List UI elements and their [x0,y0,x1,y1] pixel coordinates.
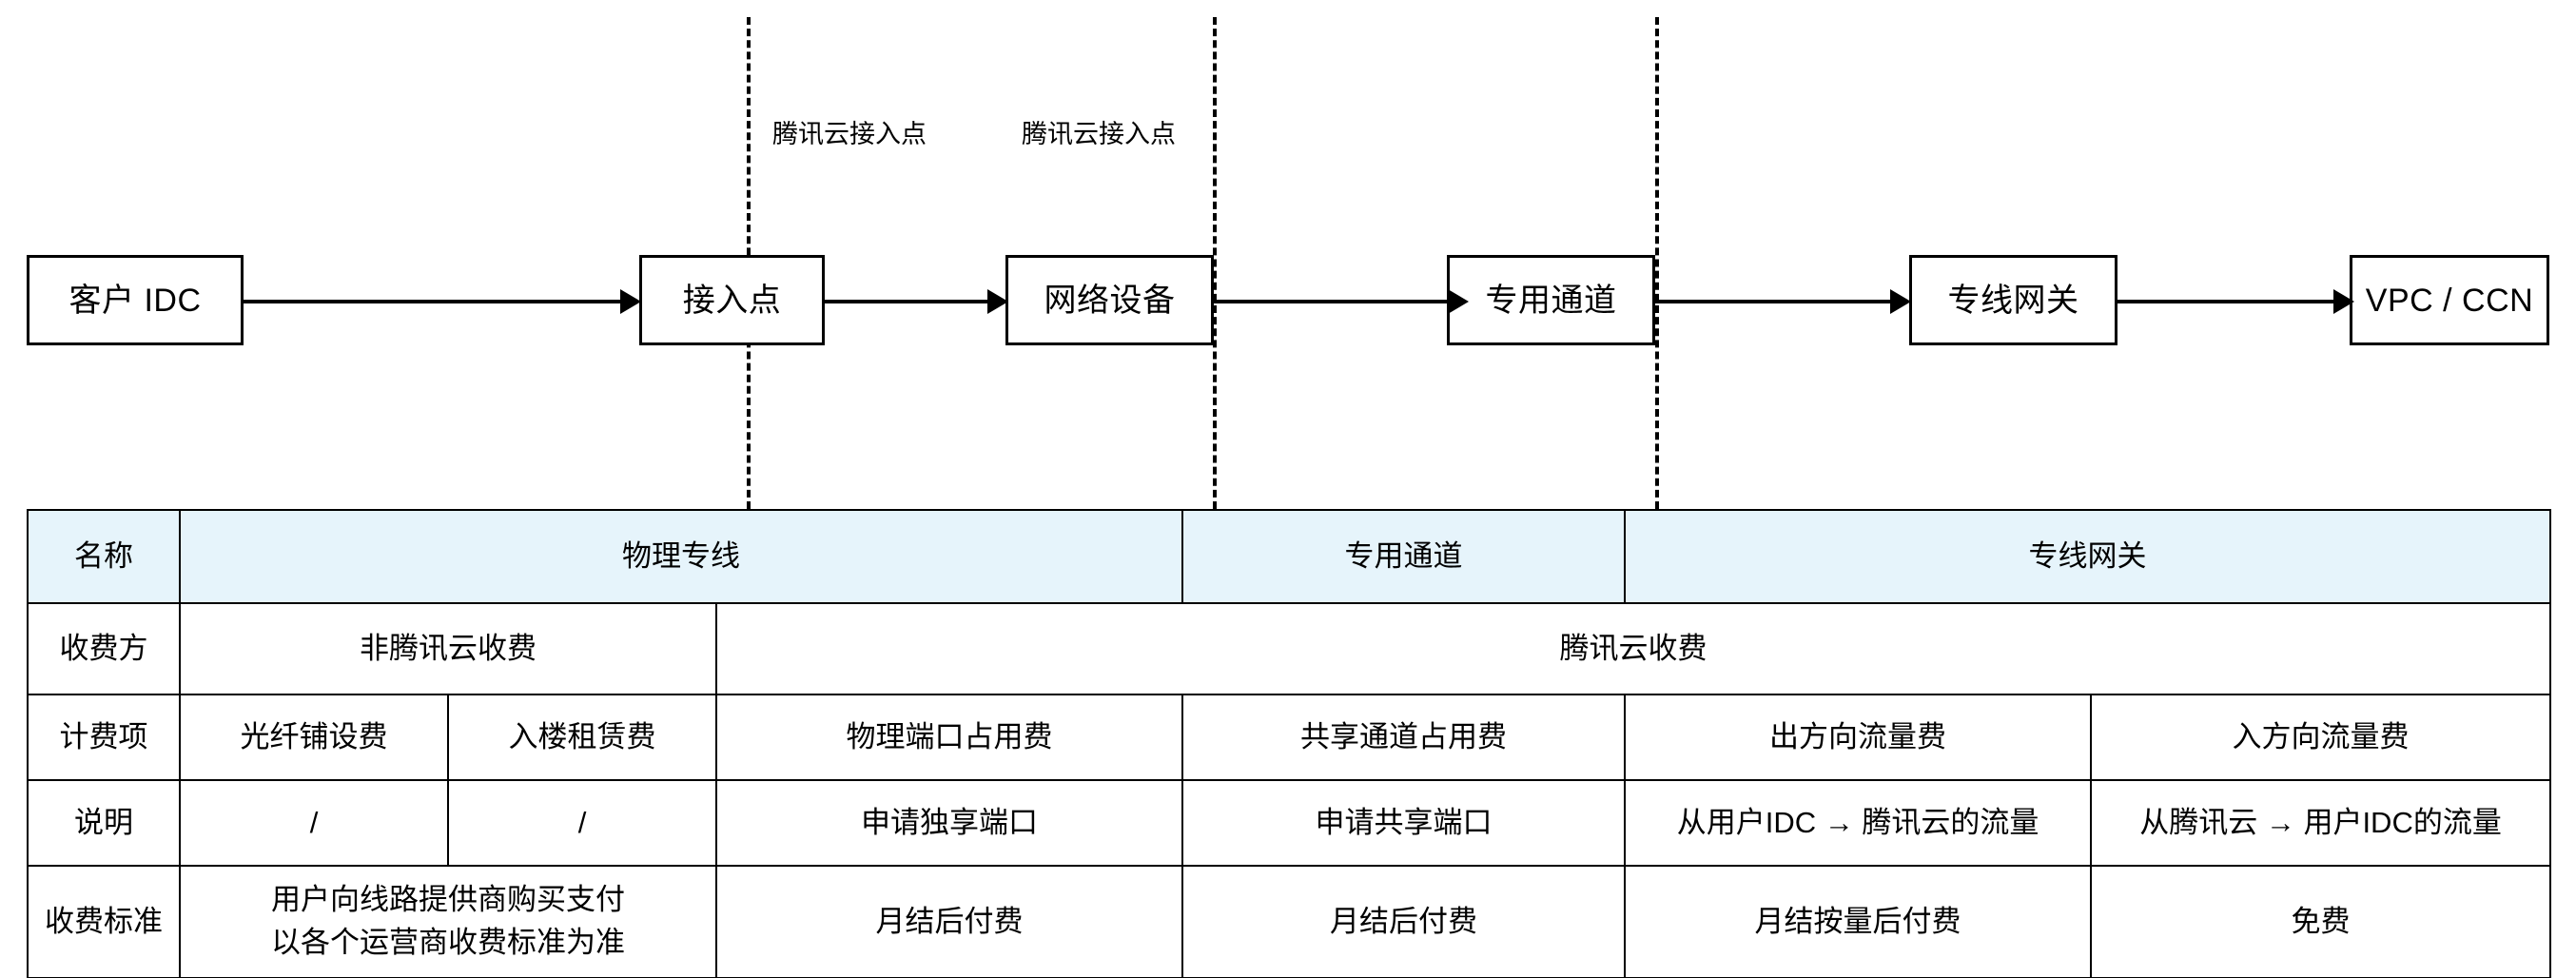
cell-name-physical-line: 物理专线 [178,509,1184,604]
cell-item-outbound-traffic-fee: 出方向流量费 [1624,694,2093,781]
node-vpc-ccn[interactable]: VPC / CCN [2350,255,2549,345]
arrowhead-access-point-to-network-device [987,289,1008,314]
arrowhead-network-device-to-dedicated-tunnel [1448,289,1469,314]
cell-payer-non-tencent: 非腾讯云收费 [179,602,717,695]
connector-network-device-to-dedicated-tunnel [1213,300,1451,303]
cell-std-inbound-traffic: 免费 [2090,865,2552,978]
arrowhead-idc-to-access-point [620,289,641,314]
row-label-description: 说明 [27,779,181,867]
cell-std-carrier-purchase: 用户向线路提供商购买支付 以各个运营商收费标准为准 [179,865,717,978]
cell-desc-fiber-install: / [179,779,449,867]
node-direct-connect-gateway[interactable]: 专线网关 [1909,255,2117,345]
boundary-label-tencent-access-point-right: 腾讯云接入点 [1022,120,1176,148]
cell-item-physical-port-fee: 物理端口占用费 [714,694,1184,781]
cell-item-fiber-install-fee: 光纤铺设费 [179,694,449,781]
cell-desc-physical-port: 申请独享端口 [714,779,1184,867]
arrowhead-gateway-to-vpc-ccn [2333,289,2354,314]
table-row-billing-item: 计费项 光纤铺设费 入楼租赁费 物理端口占用费 共享通道占用费 出方向流量费 入… [27,694,2552,781]
cell-std-outbound-traffic: 月结按量后付费 [1624,865,2093,978]
boundary-label-tencent-access-point-left: 腾讯云接入点 [772,120,927,148]
cell-item-building-entry-fee: 入楼租赁费 [447,694,717,781]
billing-table: 名称 物理专线 专用通道 专线网关 收费方 非腾讯云收费 腾讯云收费 计费项 光… [27,509,2552,978]
table-row-billing-standard: 收费标准 用户向线路提供商购买支付 以各个运营商收费标准为准 月结后付费 月结后… [27,865,2552,978]
node-dedicated-tunnel[interactable]: 专用通道 [1447,255,1655,345]
cell-std-physical-port: 月结后付费 [714,865,1184,978]
row-label-billing-standard: 收费标准 [27,865,181,978]
connector-access-point-to-network-device [824,300,990,303]
cell-name-dedicated-tunnel: 专用通道 [1181,509,1627,604]
row-label-billing-item: 计费项 [27,694,181,781]
node-customer-idc[interactable]: 客户 IDC [27,255,244,345]
row-label-name: 名称 [27,509,181,604]
cell-std-shared-tunnel: 月结后付费 [1181,865,1627,978]
row-label-payer: 收费方 [27,602,181,695]
node-access-point[interactable]: 接入点 [639,255,825,345]
cell-item-inbound-traffic-fee: 入方向流量费 [2090,694,2552,781]
connector-dedicated-tunnel-to-gateway [1655,300,1893,303]
node-network-device[interactable]: 网络设备 [1005,255,1214,345]
cell-item-shared-tunnel-fee: 共享通道占用费 [1181,694,1627,781]
connector-idc-to-access-point [243,300,623,303]
table-row-payer: 收费方 非腾讯云收费 腾讯云收费 [27,602,2552,695]
boundary-dashed-line-3 [1655,17,1659,509]
connector-gateway-to-vpc-ccn [2117,300,2336,303]
cell-std-carrier-purchase-line1: 用户向线路提供商购买支付 [271,883,625,917]
architecture-flow-diagram: 腾讯云接入点 腾讯云接入点 客户 IDC 接入点 网络设备 专用通道 专线网关 … [27,17,2549,509]
arrowhead-dedicated-tunnel-to-gateway [1890,289,1911,314]
cell-std-carrier-purchase-line2: 以各个运营商收费标准为准 [271,926,625,959]
cell-name-direct-connect-gateway: 专线网关 [1624,509,2552,604]
cell-payer-tencent: 腾讯云收费 [714,602,2552,695]
cell-desc-inbound-traffic: 从腾讯云 → 用户IDC的流量 [2090,779,2552,867]
table-row-name: 名称 物理专线 专用通道 专线网关 [27,509,2552,604]
boundary-dashed-line-2 [1213,17,1217,509]
cell-desc-building-entry: / [447,779,717,867]
cell-desc-outbound-traffic: 从用户IDC → 腾讯云的流量 [1624,779,2093,867]
cell-desc-shared-tunnel: 申请共享端口 [1181,779,1627,867]
table-row-description: 说明 / / 申请独享端口 申请共享端口 从用户IDC → 腾讯云的流量 从腾讯… [27,779,2552,867]
